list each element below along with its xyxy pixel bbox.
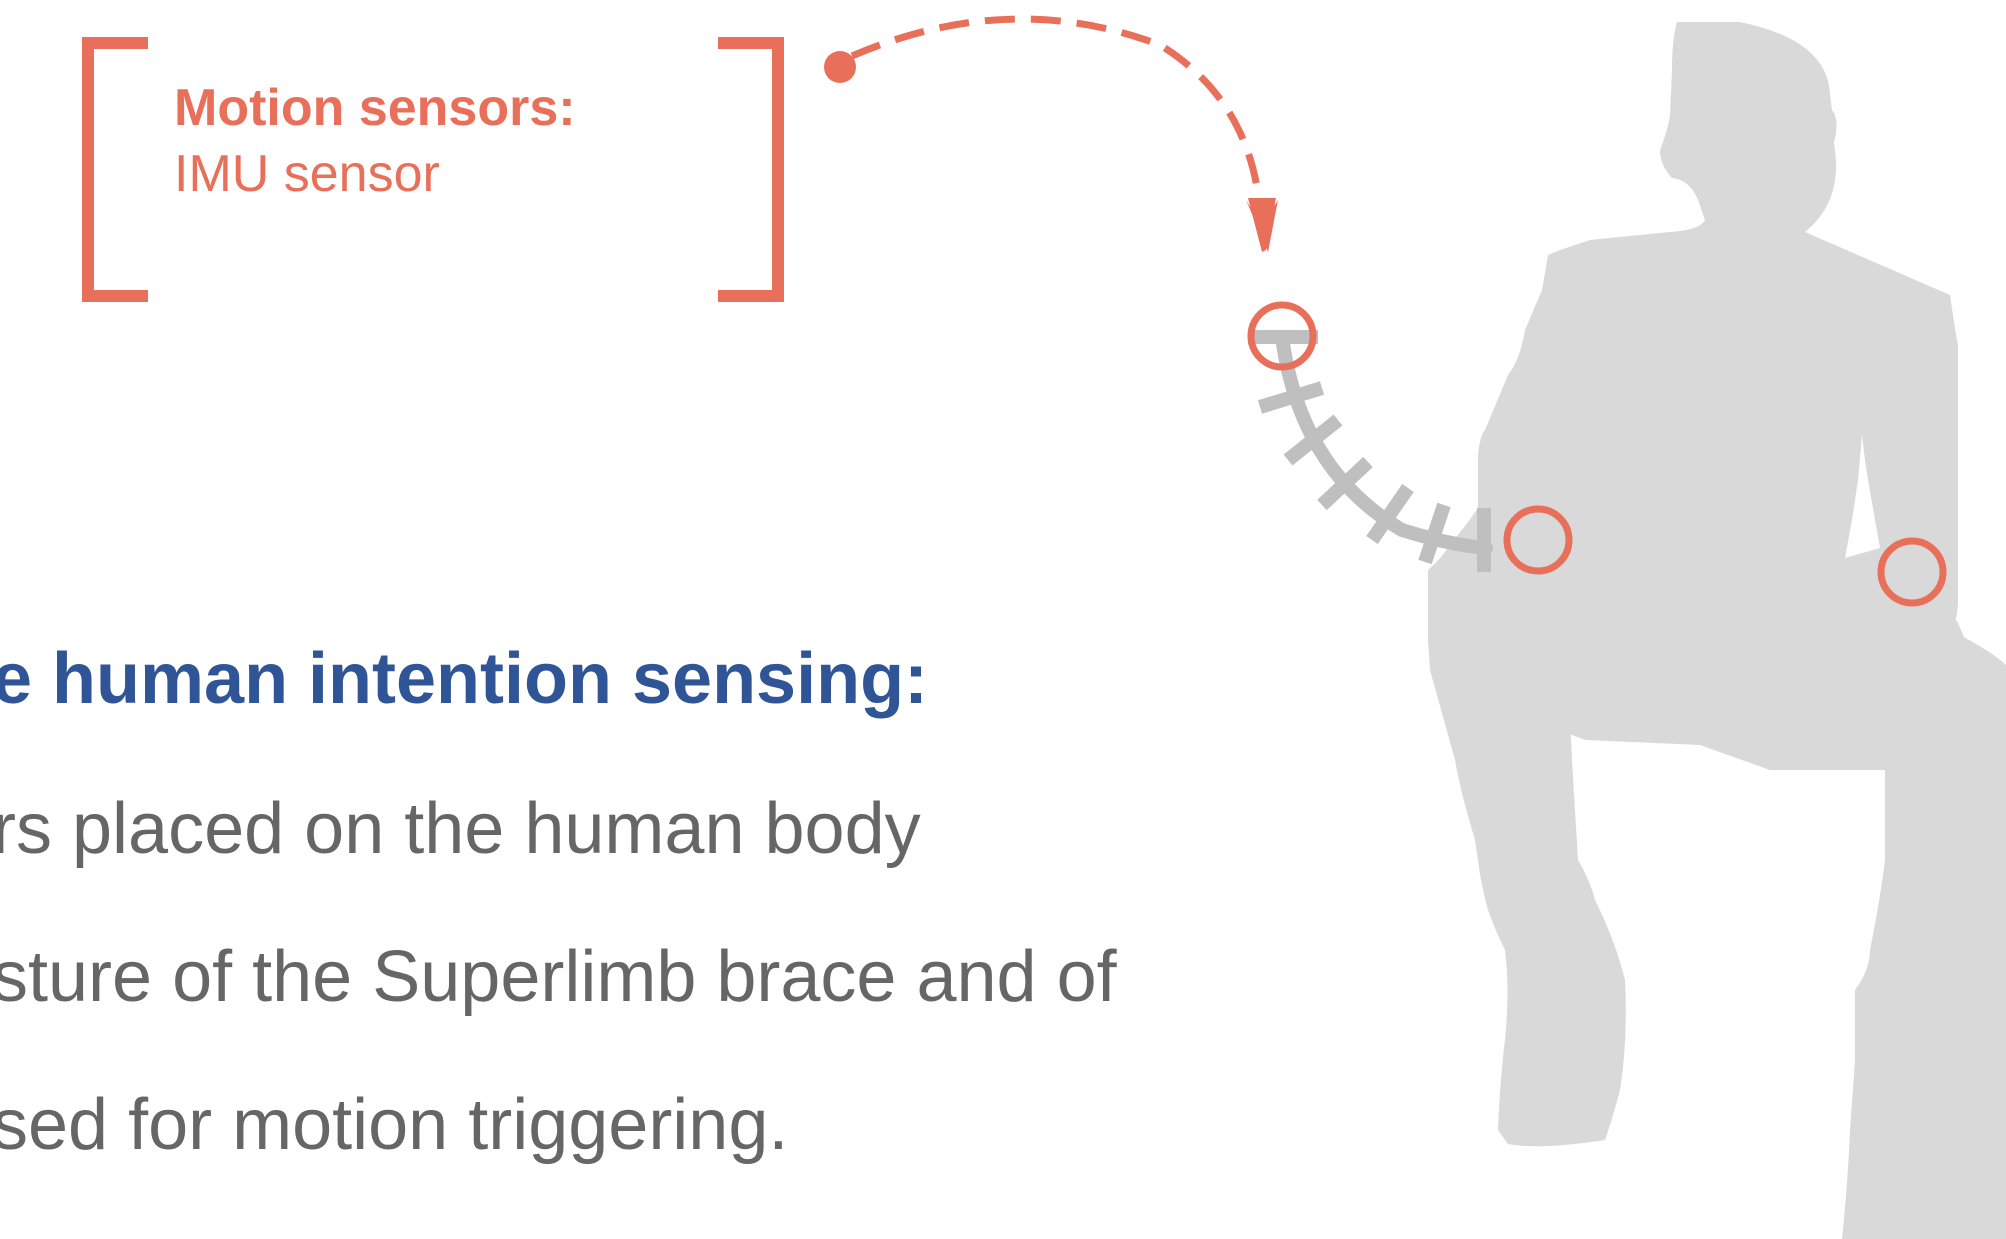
callout-subtitle: IMU sensor [174,144,440,204]
body-text-line: sture of the Superlimb brace and of [0,936,1117,1018]
section-heading: e human intention sensing: [0,638,928,720]
body-text-line: sed for motion triggering. [0,1084,788,1166]
callout-title: Motion sensors: [174,78,576,138]
seated-person-silhouette-icon [1428,22,2006,1239]
body-text-line: rs placed on the human body [0,788,921,870]
dashed-arrow-icon [824,19,1278,252]
superlimb-brace-icon [1248,337,1486,572]
